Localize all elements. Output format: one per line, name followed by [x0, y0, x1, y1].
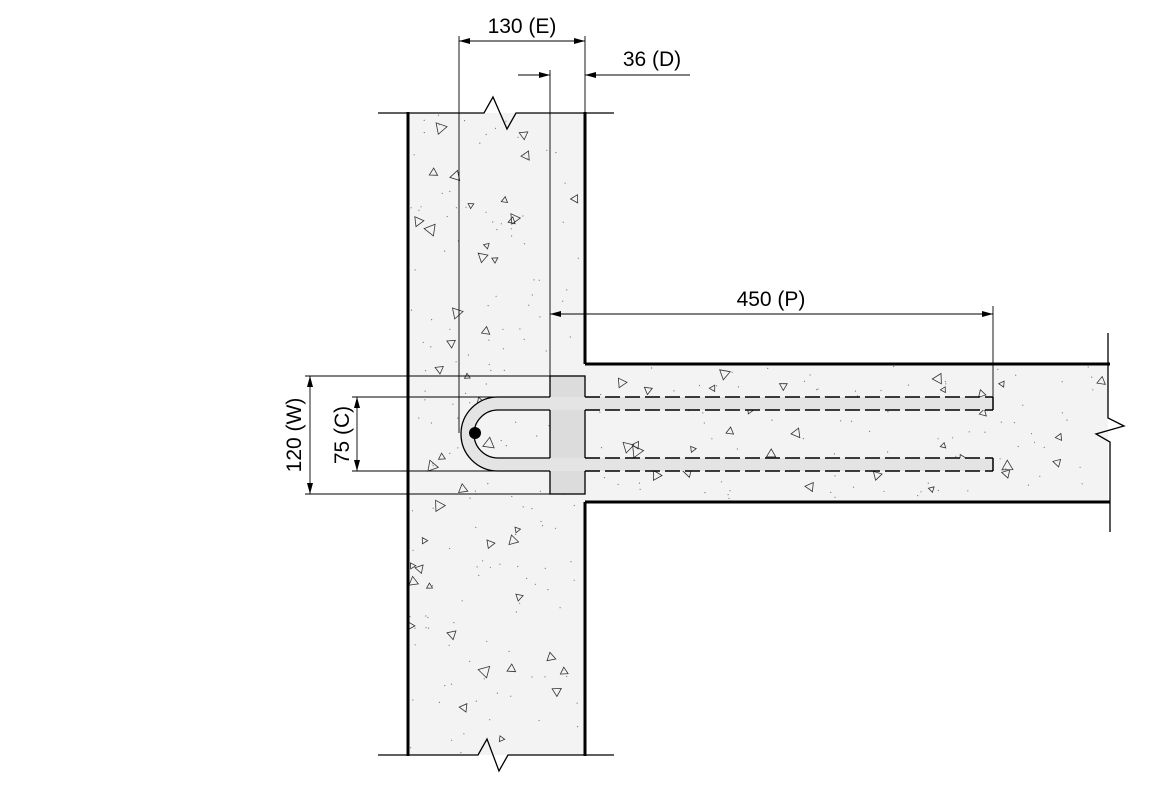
break-line-bottom	[378, 737, 614, 773]
concrete-body	[408, 113, 1108, 755]
break-line-top	[378, 95, 614, 131]
slab-outline	[585, 333, 1126, 532]
dimension-lines	[305, 36, 994, 495]
concrete-fill	[408, 113, 1108, 755]
dimension-c-label: 75 (C)	[331, 406, 354, 464]
break-line-right	[1094, 333, 1126, 532]
dimension-e-label: 130 (E)	[488, 15, 557, 38]
dimension-p-label: 450 (P)	[737, 288, 806, 311]
dimension-w-label: 120 (W)	[283, 398, 306, 473]
u-bar-body	[461, 397, 993, 471]
longitudinal-bar-dot	[469, 427, 481, 439]
wall-outline	[378, 95, 614, 773]
dimension-d-label: 36 (D)	[623, 48, 681, 71]
bearing-plate	[549, 375, 586, 495]
u-bar-outline-dashed	[585, 396, 993, 472]
dimension-arrowheads	[307, 38, 993, 494]
u-bar-reinforcement	[460, 396, 994, 472]
concrete-aggregate-texture	[408, 114, 1106, 754]
dimension-labels: 130 (E) 36 (D) 450 (P) 120 (W) 75 (C)	[283, 15, 805, 472]
